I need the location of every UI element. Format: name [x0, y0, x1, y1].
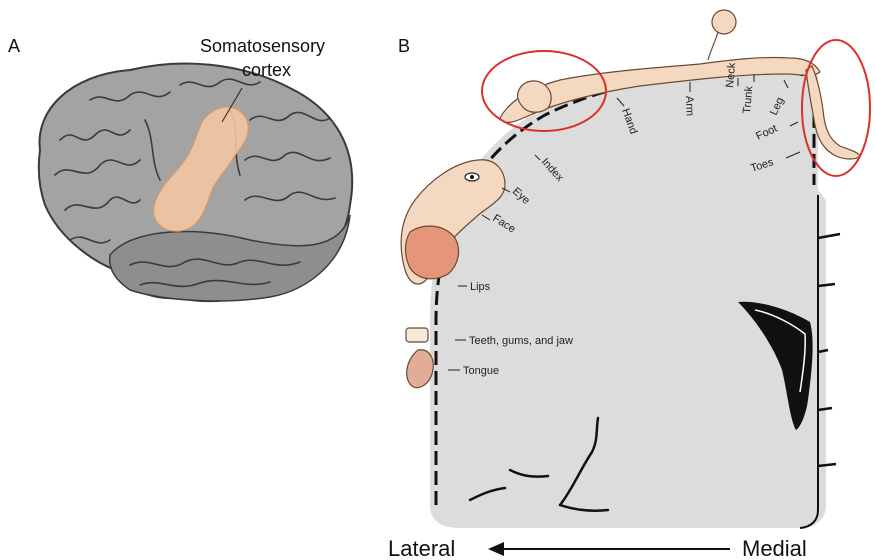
label-arm: Arm — [683, 96, 696, 117]
axis-label-medial: Medial — [742, 536, 807, 560]
label-teeth: Teeth, gums, and jaw — [469, 335, 573, 347]
label-trunk: Trunk — [741, 85, 755, 114]
label-neck: Neck — [724, 62, 738, 89]
label-lips: Lips — [470, 281, 491, 293]
panel-b-letter: B — [398, 36, 410, 56]
homunculus-tongue — [407, 350, 434, 388]
panel-a-letter: A — [8, 36, 20, 56]
homunculus-lips — [406, 226, 459, 279]
panel-a: A Somatosensory cortex — [8, 36, 352, 301]
label-tongue: Tongue — [463, 365, 499, 377]
axis-label-lateral: Lateral — [388, 536, 455, 560]
panel-b: B — [388, 10, 870, 560]
axis-arrowhead — [488, 542, 504, 556]
homunculus-teeth — [406, 328, 428, 342]
homunculus-pupil — [470, 175, 474, 179]
cortex-title-line1: Somatosensory — [200, 36, 325, 56]
homunculus-neck — [708, 32, 718, 60]
homunculus-head — [712, 10, 736, 34]
cortex-title-line2: cortex — [242, 60, 291, 80]
homunculus-hand — [518, 81, 552, 112]
